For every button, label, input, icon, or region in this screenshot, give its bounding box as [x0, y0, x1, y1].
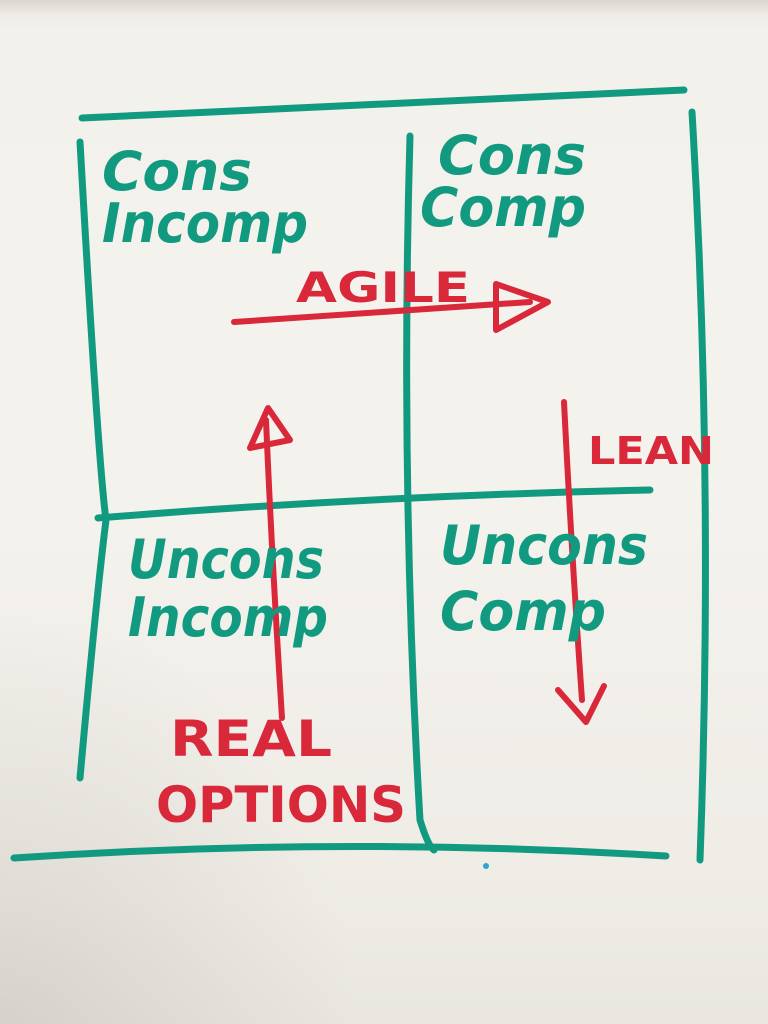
paper-top-edge [0, 0, 768, 14]
agile-arrow-shaft [231, 299, 533, 325]
methodology-arrows [231, 281, 607, 725]
quadrant-top-left-line2: Incomp [102, 192, 308, 255]
diagram-labels: Cons Incomp Cons Comp Uncons Incomp Unco… [102, 124, 714, 834]
lean-label: LEAN [588, 429, 714, 473]
agile-label: AGILE [296, 263, 470, 312]
agile-arrow-head [493, 281, 551, 333]
ink-dot [483, 863, 489, 869]
quadrant-top-right-line2: Comp [420, 176, 586, 239]
quadrant-top-left-line1: Cons [102, 140, 252, 203]
grid-top-line [78, 86, 688, 122]
grid-center-vertical-line [403, 132, 438, 854]
quadrant-bottom-left-line2: Incomp [128, 586, 328, 649]
lean-arrow-head [555, 683, 607, 725]
lean-arrow-shaft [561, 399, 585, 703]
quadrant-grid [10, 86, 709, 864]
quadrant-bottom-right-line1: Uncons [440, 514, 648, 577]
paper-shadow [0, 600, 360, 1024]
grid-right-line [688, 108, 709, 864]
quadrant-top-right-line1: Cons [438, 124, 586, 187]
real-options-arrow-shaft [263, 417, 285, 721]
real-options-arrow-head [247, 405, 293, 451]
real-options-label-line2: OPTIONS [156, 776, 406, 834]
grid-middle-line [94, 486, 654, 522]
quadrant-bottom-right-line2: Comp [440, 580, 606, 643]
grid-bottom-line [10, 842, 670, 862]
real-options-label-line1: REAL [170, 710, 332, 768]
quadrant-bottom-left-line1: Uncons [128, 528, 324, 591]
